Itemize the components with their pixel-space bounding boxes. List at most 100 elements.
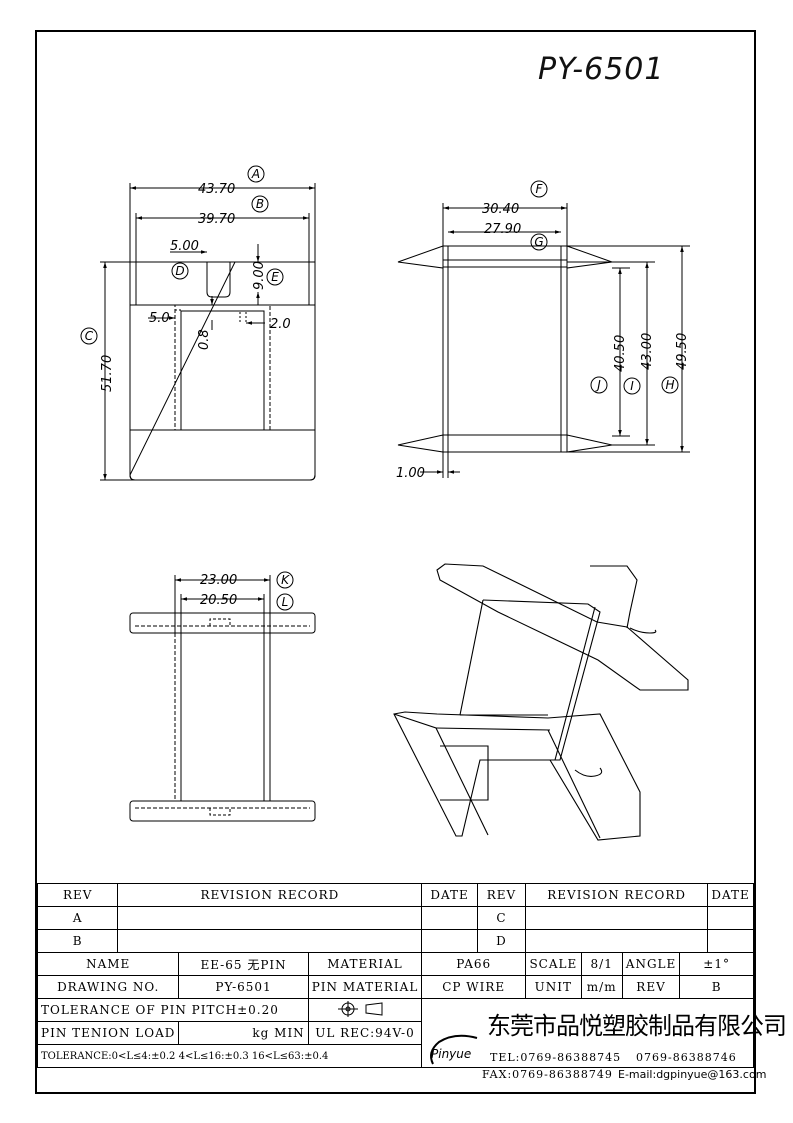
revision-row: A C [36,906,754,930]
dim-2.0: 2.0 [270,317,291,332]
unit-value: m/m [580,975,623,999]
record-cell [525,906,709,930]
svg-text:F: F [536,182,544,196]
dim-1.00: 1.00 [396,466,425,481]
pin-tension-unit: kg MIN [178,1021,309,1045]
rev-header: REV [36,883,119,907]
material-value: PA66 [421,952,527,976]
callout-f: F [530,180,548,198]
pin-material-label: PIN MATERIAL [307,975,423,999]
callout-l: L [276,593,294,611]
dim-20.50: 20.50 [200,593,237,608]
dim-43.70: 43.70 [198,182,235,197]
pinyue-logo-icon: Pinyue [430,1034,478,1065]
unit-label: UNIT [525,975,582,999]
svg-text:K: K [281,573,290,587]
drawing-frame [35,30,756,1094]
side-view [397,203,690,478]
dim-0.8: 0.8 [197,329,212,350]
callout-d: D [171,262,189,280]
svg-text:C: C [85,329,94,343]
revision-record-header: REVISION RECORD [117,883,423,907]
drawing-no-value: PY-6501 [178,975,309,999]
rev-cell: A [36,906,119,930]
company-fax: FAX:0769-86388749 [482,1068,613,1081]
record-cell [117,929,423,953]
drawing-title: PY-6501 [538,52,665,87]
svg-text:B: B [256,197,264,211]
ul-rec: UL REC:94V-0 [307,1021,423,1045]
svg-text:G: G [534,235,543,249]
tolerance-pitch-row: TOLERANCE OF PIN PITCH±0.20 [37,998,754,1068]
svg-text:H: H [665,378,674,392]
callout-c: C [80,327,98,345]
callout-h: H [661,376,679,394]
company-name: 东莞市品悦塑胶制品有限公司 [487,1012,787,1040]
dim-39.70: 39.70 [198,212,235,227]
dim-5.00: 5.00 [170,239,199,254]
bottom-view [129,575,316,822]
isometric-view [393,563,689,841]
svg-text:I: I [630,379,634,393]
revision-record-header-2: REVISION RECORD [525,883,709,907]
rev-label: REV [621,975,681,999]
pin-material-value: CP WIRE [421,975,527,999]
rev-value: B [679,975,754,999]
callout-g: G [530,233,548,251]
dim-40.50: 40.50 [613,335,628,372]
svg-text:J: J [595,378,601,392]
date-cell [707,929,754,953]
title-block: REV REVISION RECORD DATE REV REVISION RE… [36,883,754,1068]
callout-j: J [590,376,608,394]
svg-text:E: E [271,270,279,284]
rev-header-2: REV [476,883,527,907]
rev-cell: B [36,929,119,953]
date-cell [707,906,754,930]
dim-49.50: 49.50 [675,333,690,370]
projection-symbol [307,998,423,1022]
rev-cell: C [476,906,527,930]
dim-5.0: 5.0 [149,311,170,326]
revision-header: REV REVISION RECORD DATE REV REVISION RE… [36,883,754,907]
dim-23.00: 23.00 [200,573,237,588]
callout-e: E [266,268,284,286]
company-logo: Pinyue [425,1030,485,1074]
name-value: EE-65 无PIN [178,952,309,976]
pin-tension-row: PIN TENION LOAD kg MIN UL REC:94V-0 [36,1021,754,1045]
svg-text:D: D [175,264,184,278]
tolerance-pitch: TOLERANCE OF PIN PITCH±0.20 [37,998,309,1022]
front-view [100,183,316,481]
record-cell [525,929,709,953]
material-label: MATERIAL [307,952,423,976]
angle-label: ANGLE [621,952,681,976]
pin-tension-label: PIN TENION LOAD [36,1021,180,1045]
company-email: E-mail:dgpinyue@163.com [618,1068,767,1081]
revision-row: B D [36,929,754,953]
callout-i: I [623,377,641,395]
rev-cell: D [476,929,527,953]
company-cell [421,998,754,1068]
dim-51.70: 51.70 [100,355,115,392]
dim-27.90: 27.90 [484,222,521,237]
date-header-2: DATE [707,883,754,907]
angle-value: ±1° [679,952,754,976]
scale-value: 8/1 [580,952,623,976]
technical-drawing: 43.70 39.70 5.00 5.0 2.0 30.40 27.90 1.0… [80,165,690,841]
scale-label: SCALE [525,952,582,976]
dim-30.40: 30.40 [482,202,519,217]
svg-text:L: L [282,595,289,609]
dim-43.00: 43.00 [640,333,655,370]
svg-text:A: A [251,167,260,181]
dim-9.00: 9.00 [252,261,267,290]
tolerance: TOLERANCE:0<L≤4:±0.2 4<L≤16:±0.3 16<L≤63… [36,1044,423,1068]
tolerance-row: TOLERANCE:0<L≤4:±0.2 4<L≤16:±0.3 16<L≤63… [36,1044,754,1068]
company-tel-2: 0769-86388746 [636,1051,737,1064]
date-cell [421,929,478,953]
company-tel: TEL:0769-86388745 [490,1051,622,1064]
callout-b: B [251,195,269,213]
name-label: NAME [36,952,180,976]
logo-text: Pinyue [431,1047,471,1061]
projection-icon [337,1000,383,1017]
callout-a: A [247,165,265,183]
